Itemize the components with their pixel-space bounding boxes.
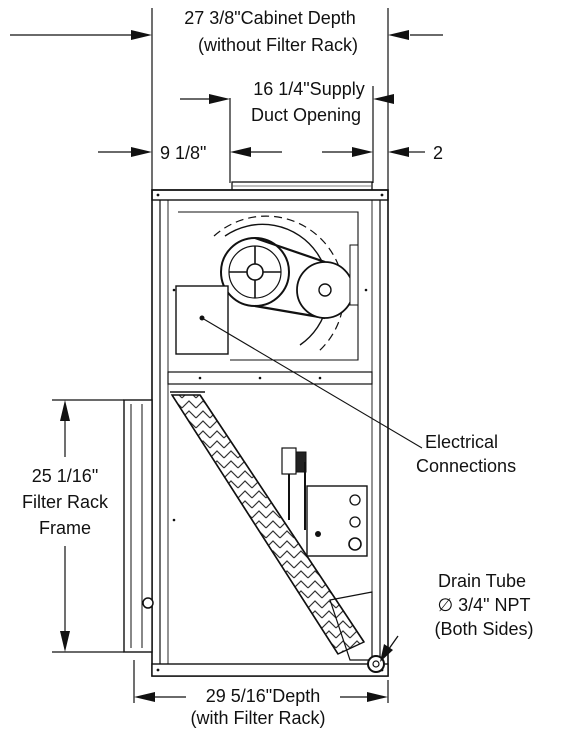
blower-assembly	[178, 211, 359, 361]
filter-rack-dimension: 25 1/16" Filter Rack Frame	[22, 399, 124, 653]
duct-left-arrow	[209, 94, 230, 104]
blower-wheel-outline	[213, 215, 345, 353]
offset-left-arrow	[131, 147, 152, 157]
left-offset-label: 9 1/8"	[160, 143, 206, 163]
electrical-connections-callout: Electrical Connections	[201, 317, 516, 476]
drain-arrow	[380, 644, 393, 662]
filter-rack	[123, 399, 154, 653]
cabinet-depth-label: 27 3/8"Cabinet Depth	[184, 8, 356, 28]
drain-callout-line3: (Both Sides)	[434, 619, 533, 639]
blower-housing	[224, 223, 330, 346]
supply-duct-note: Duct Opening	[251, 105, 361, 125]
cabinet-right-arrow	[388, 30, 409, 40]
cabinet-depth-dimension: 27 3/8"Cabinet Depth (without Filter Rac…	[10, 8, 443, 190]
filter-rack-frame	[123, 399, 153, 653]
offset-right-arrow	[388, 147, 409, 157]
rack-top-arrow	[60, 400, 70, 421]
cabinet-depth-note: (without Filter Rack)	[198, 35, 358, 55]
depth-right-arrow	[367, 692, 388, 702]
cabinet	[151, 189, 389, 677]
drive-belt-top	[254, 236, 326, 264]
offset-mid-right-arrow	[352, 147, 373, 157]
filter-rack-frame-label: Frame	[39, 518, 91, 538]
filter-rack-latch	[142, 597, 154, 609]
depth-left-arrow	[134, 692, 155, 702]
depth-with-rack-dimension: 29 5/16"Depth (with Filter Rack)	[133, 660, 389, 728]
filter-rack-size-label: 25 1/16"	[32, 466, 98, 486]
evaporator-coil	[170, 391, 373, 661]
drain-tube-callout: Drain Tube ∅ 3/4" NPT (Both Sides)	[367, 571, 534, 673]
cabinet-left-arrow	[131, 30, 152, 40]
blower-deck	[167, 371, 373, 385]
electrical-callout-line1: Electrical	[425, 432, 498, 452]
right-offset-label: 2	[433, 143, 443, 163]
drain-callout-line2: ∅ 3/4" NPT	[437, 595, 530, 615]
depth-with-rack-label: 29 5/16"Depth	[206, 686, 320, 706]
refrigerant-valve-assembly	[281, 447, 368, 557]
rack-bottom-arrow	[60, 631, 70, 652]
supply-duct-dimension: 16 1/4"Supply Duct Opening	[180, 79, 394, 183]
bottom-rail	[151, 663, 389, 677]
offset-dimensions: 9 1/8" 2	[98, 143, 443, 163]
depth-with-rack-note: (with Filter Rack)	[190, 708, 325, 728]
top-rail	[151, 189, 389, 201]
supply-duct-label: 16 1/4"Supply	[253, 79, 364, 99]
filter-rack-label: Filter Rack	[22, 492, 109, 512]
duct-right-arrow	[373, 94, 394, 104]
electrical-leader-line	[201, 317, 423, 449]
offset-mid-left-arrow	[230, 147, 251, 157]
electrical-callout-line2: Connections	[416, 456, 516, 476]
drain-callout-line1: Drain Tube	[438, 571, 526, 591]
electrical-box	[175, 285, 229, 355]
